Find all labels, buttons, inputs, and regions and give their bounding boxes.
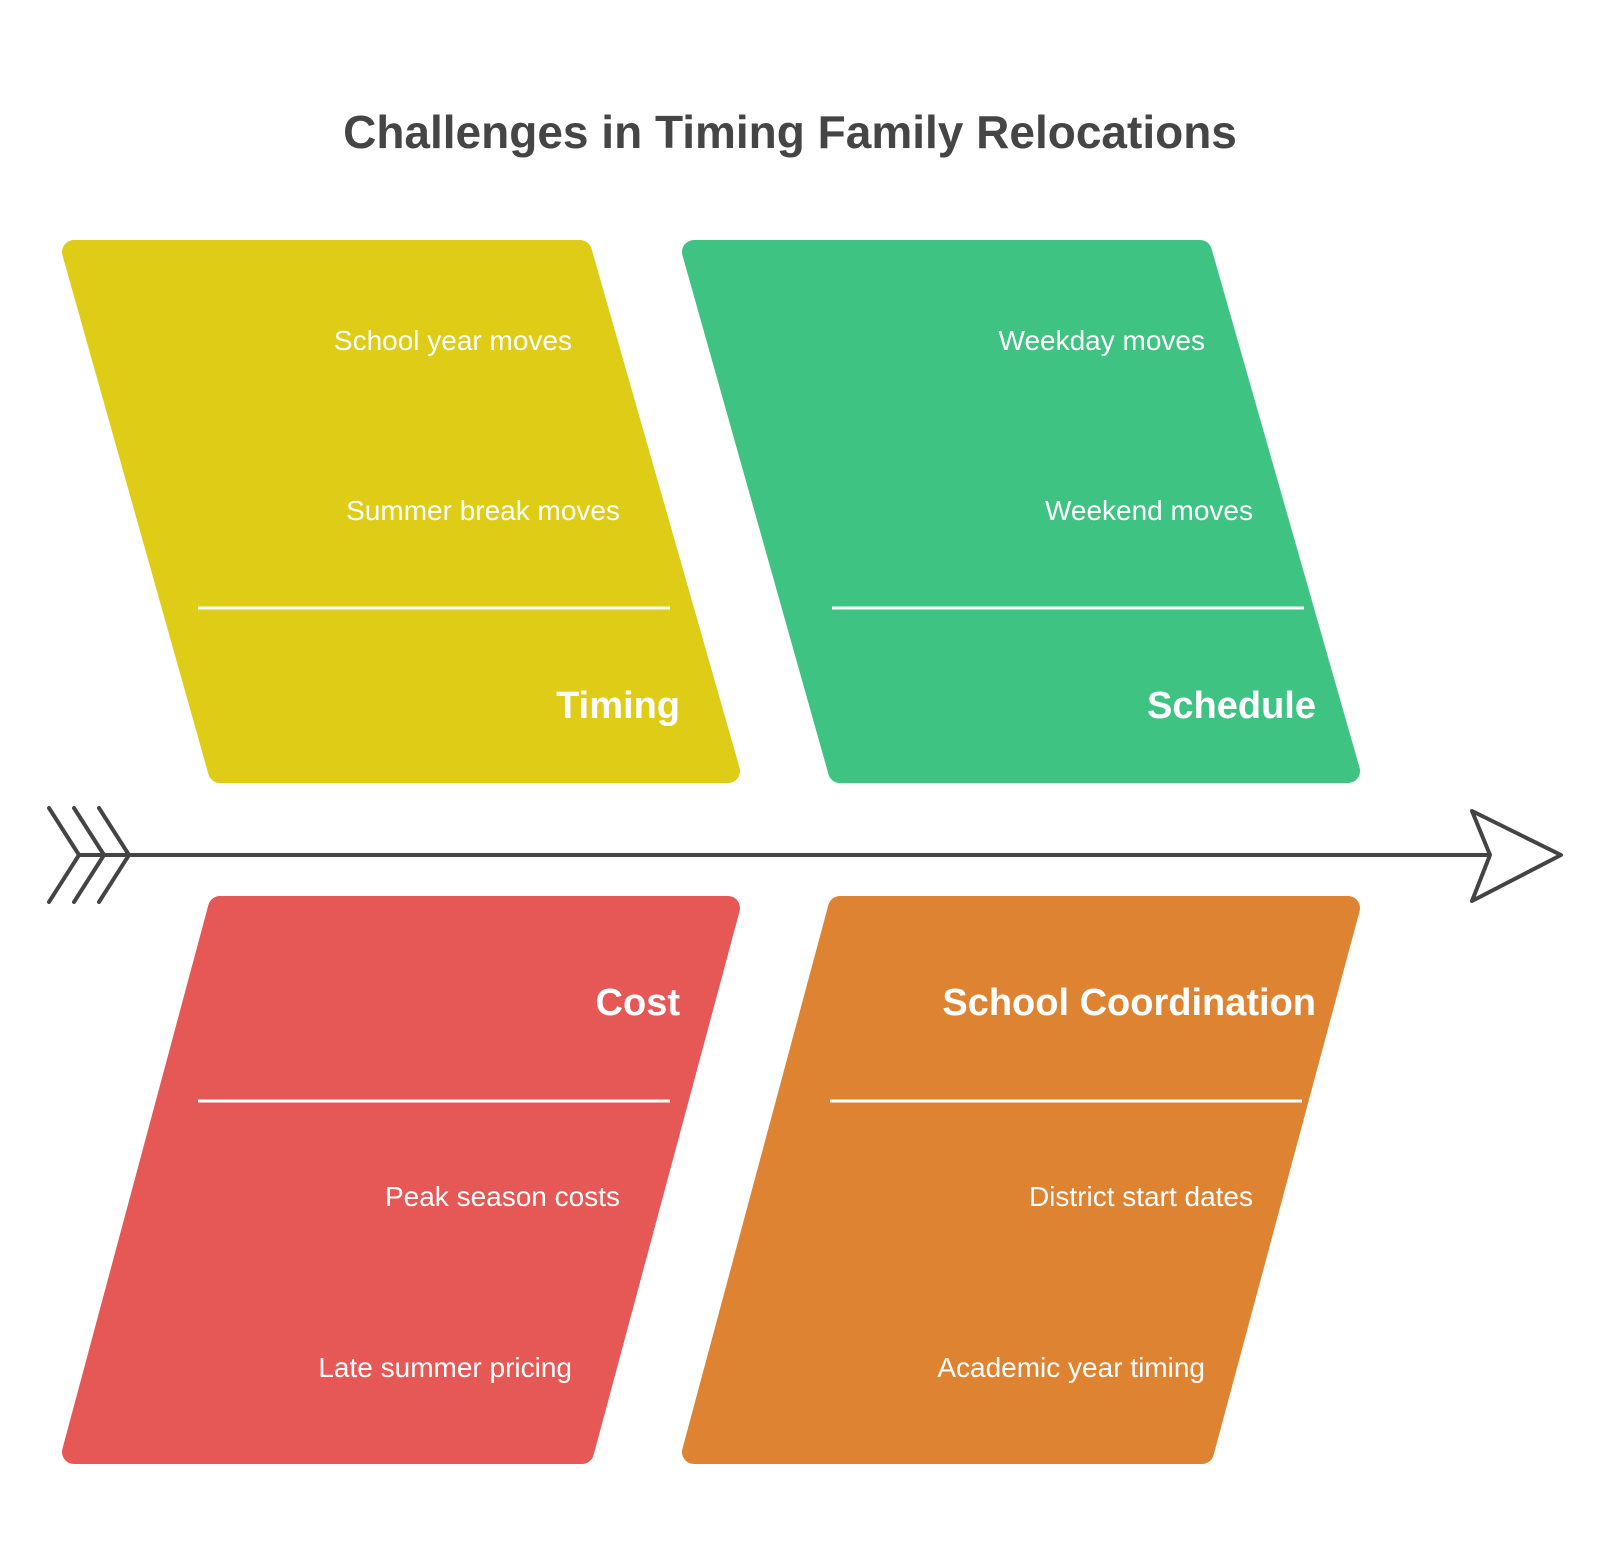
arrow-head-icon bbox=[1470, 809, 1563, 903]
timing-item: School year moves bbox=[334, 325, 572, 356]
timing-box bbox=[62, 240, 740, 783]
tail-chevron bbox=[47, 806, 81, 904]
timing-item: Summer break moves bbox=[346, 495, 620, 526]
school-coordination-label: School Coordination bbox=[942, 982, 1316, 1024]
cost-item: Peak season costs bbox=[385, 1181, 620, 1212]
category-timing: School year moves Summer break moves Tim… bbox=[62, 240, 740, 783]
schedule-item: Weekday moves bbox=[999, 325, 1205, 356]
cost-label: Cost bbox=[596, 982, 681, 1024]
category-schedule: Weekday moves Weekend moves Schedule bbox=[682, 240, 1360, 783]
school-coordination-item: District start dates bbox=[1029, 1181, 1253, 1212]
cost-box bbox=[62, 896, 740, 1464]
schedule-label: Schedule bbox=[1147, 685, 1316, 727]
category-cost: Cost Peak season costs Late summer prici… bbox=[62, 896, 740, 1464]
spine-arrow bbox=[47, 806, 1563, 904]
school-coordination-item: Academic year timing bbox=[937, 1352, 1205, 1383]
category-school-coordination: School Coordination District start dates… bbox=[682, 896, 1360, 1464]
timing-label: Timing bbox=[556, 685, 680, 727]
tail-chevron bbox=[97, 806, 131, 904]
diagram-title: Challenges in Timing Family Relocations bbox=[343, 106, 1237, 158]
schedule-item: Weekend moves bbox=[1045, 495, 1253, 526]
school-coordination-box bbox=[682, 896, 1360, 1464]
cost-item: Late summer pricing bbox=[318, 1352, 572, 1383]
tail-chevron bbox=[72, 806, 106, 904]
schedule-box bbox=[682, 240, 1360, 783]
